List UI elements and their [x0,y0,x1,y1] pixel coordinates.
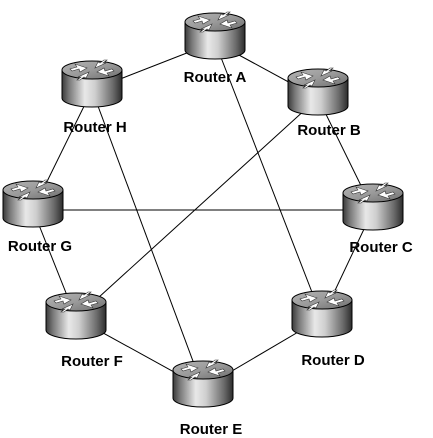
router-icon [291,289,353,338]
router-label: Router E [180,421,243,438]
link-b-f [75,97,319,319]
link-a-d [214,41,323,319]
router-label: Router H [63,119,126,136]
router-f: Router F [45,291,123,370]
routers-layer: Router A Router B Router C Router D Router E… [2,11,413,438]
router-icon [2,179,64,228]
router-icon [184,11,246,60]
router-label: Router G [8,238,72,255]
router-e: Router E [172,359,243,438]
router-icon [342,182,404,231]
router-label: Router F [61,353,123,370]
router-d: Router D [291,289,365,369]
router-c: Router C [342,182,413,256]
router-icon [287,67,349,116]
router-label: Router B [297,122,361,139]
router-icon [61,59,123,108]
router-icon [172,359,234,408]
router-a: Router A [184,11,247,86]
router-label: Router A [184,69,247,86]
router-g: Router G [2,179,72,255]
router-label: Router C [349,239,413,256]
router-label: Router D [301,352,365,369]
router-b: Router B [287,67,361,139]
router-icon [45,291,107,340]
router-h: Router H [61,59,127,136]
link-h-e [91,89,204,389]
